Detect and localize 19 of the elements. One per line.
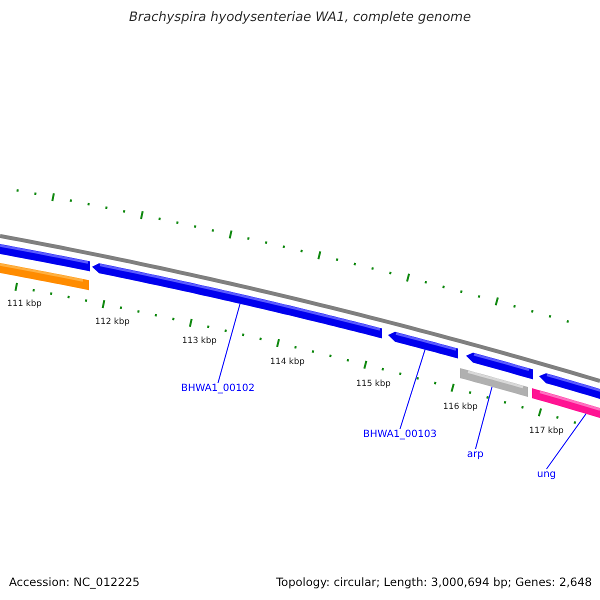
position-label: 111 kbp — [7, 299, 42, 309]
gene-label: BHWA1_00102 — [181, 383, 255, 394]
gene-label: arp — [467, 449, 484, 460]
footer-note: Topology: circular; Length: 3,000,694 bp; Genes: 2,648 — [276, 575, 592, 589]
position-label: 112 kbp — [95, 317, 130, 327]
leader-line — [475, 386, 492, 450]
gene-feature — [92, 263, 382, 338]
gene-label: ung — [537, 469, 556, 480]
leader-line — [400, 349, 426, 430]
gene-label: BHWA1_00103 — [363, 429, 437, 440]
diagram-title: Brachyspira hyodysenteriae WA1, complete genome — [128, 10, 472, 25]
leader-line — [546, 413, 586, 470]
footer-note: Accession: NC_012225 — [9, 575, 140, 589]
gene-feature — [532, 388, 600, 420]
gene-feature — [388, 332, 458, 358]
position-label: 115 kbp — [356, 379, 391, 389]
leader-line — [218, 303, 240, 384]
position-label: 113 kbp — [182, 336, 217, 346]
gene-feature — [460, 368, 528, 397]
